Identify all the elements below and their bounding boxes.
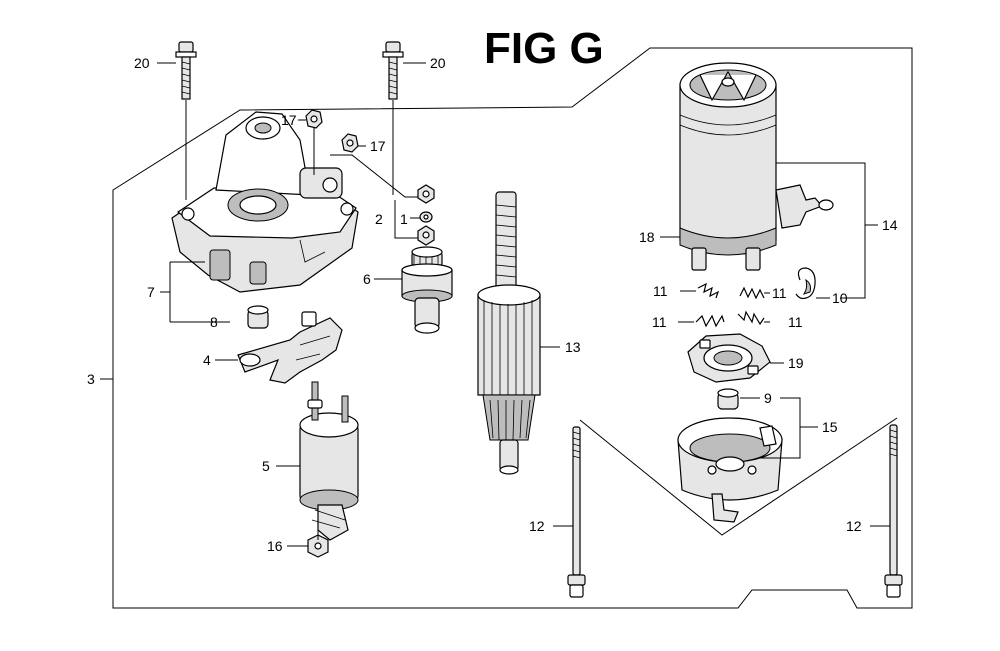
callout-12-right: 12 [846, 518, 862, 534]
yoke-18 [679, 62, 834, 271]
callout-17-upper: 17 [281, 112, 297, 128]
nut-17-lower [341, 133, 359, 153]
bracket-14 [776, 162, 878, 299]
nut-17-upper [305, 109, 323, 129]
through-bolt-12-right [884, 424, 903, 598]
spring-11-upper-left [697, 282, 720, 299]
spring-11-lower-left [695, 314, 725, 328]
callout-5: 5 [262, 458, 270, 474]
washer-1 [419, 211, 433, 223]
callout-4: 4 [203, 352, 211, 368]
clip-10 [795, 267, 816, 300]
callout-20-right: 20 [430, 55, 446, 71]
callout-6: 6 [363, 271, 371, 287]
pinion-gear-6 [401, 246, 453, 334]
callout-17-lower: 17 [370, 138, 386, 154]
bracket-15 [760, 397, 818, 459]
nut-16 [307, 534, 329, 558]
callout-11-lower-left: 11 [652, 314, 667, 330]
callout-10: 10 [832, 290, 848, 306]
callout-19: 19 [788, 355, 804, 371]
callout-15: 15 [822, 419, 838, 435]
bushing-9 [717, 388, 739, 410]
assembly-boundary [112, 47, 913, 609]
through-bolt-12-left [567, 426, 586, 598]
leader-1-2-group [330, 154, 418, 239]
callout-12-left: 12 [529, 518, 545, 534]
callout-18: 18 [639, 229, 655, 245]
callout-9: 9 [764, 390, 772, 406]
brush-holder-19 [687, 333, 771, 383]
callout-11-upper-left: 11 [653, 283, 668, 299]
callout-16: 16 [267, 538, 283, 554]
bolt-20-left [175, 41, 197, 100]
callout-1: 1 [400, 211, 408, 227]
nut-2-top [417, 184, 435, 204]
housing-7 [171, 111, 359, 293]
callout-11-lower-right: 11 [788, 314, 803, 330]
spring-11-lower-right [737, 310, 765, 326]
solenoid-5 [299, 381, 359, 541]
callout-8: 8 [210, 314, 218, 330]
through-bolt-alignment [579, 417, 898, 536]
cap-8 [247, 305, 269, 329]
armature-13 [477, 191, 541, 475]
callout-11-upper-right: 11 [772, 285, 787, 301]
callout-7: 7 [147, 284, 155, 300]
callout-14: 14 [882, 217, 898, 233]
callout-2: 2 [375, 211, 383, 227]
figure-title: FIG G [484, 24, 604, 73]
end-cover-15 [677, 417, 783, 523]
callout-13: 13 [565, 339, 581, 355]
callout-20-left: 20 [134, 55, 150, 71]
spring-11-upper-right [739, 286, 765, 300]
bolt-20-right [382, 41, 404, 100]
nut-2-bottom [417, 225, 435, 246]
terminal-bracket-4 [237, 311, 343, 384]
callout-3: 3 [87, 371, 95, 387]
